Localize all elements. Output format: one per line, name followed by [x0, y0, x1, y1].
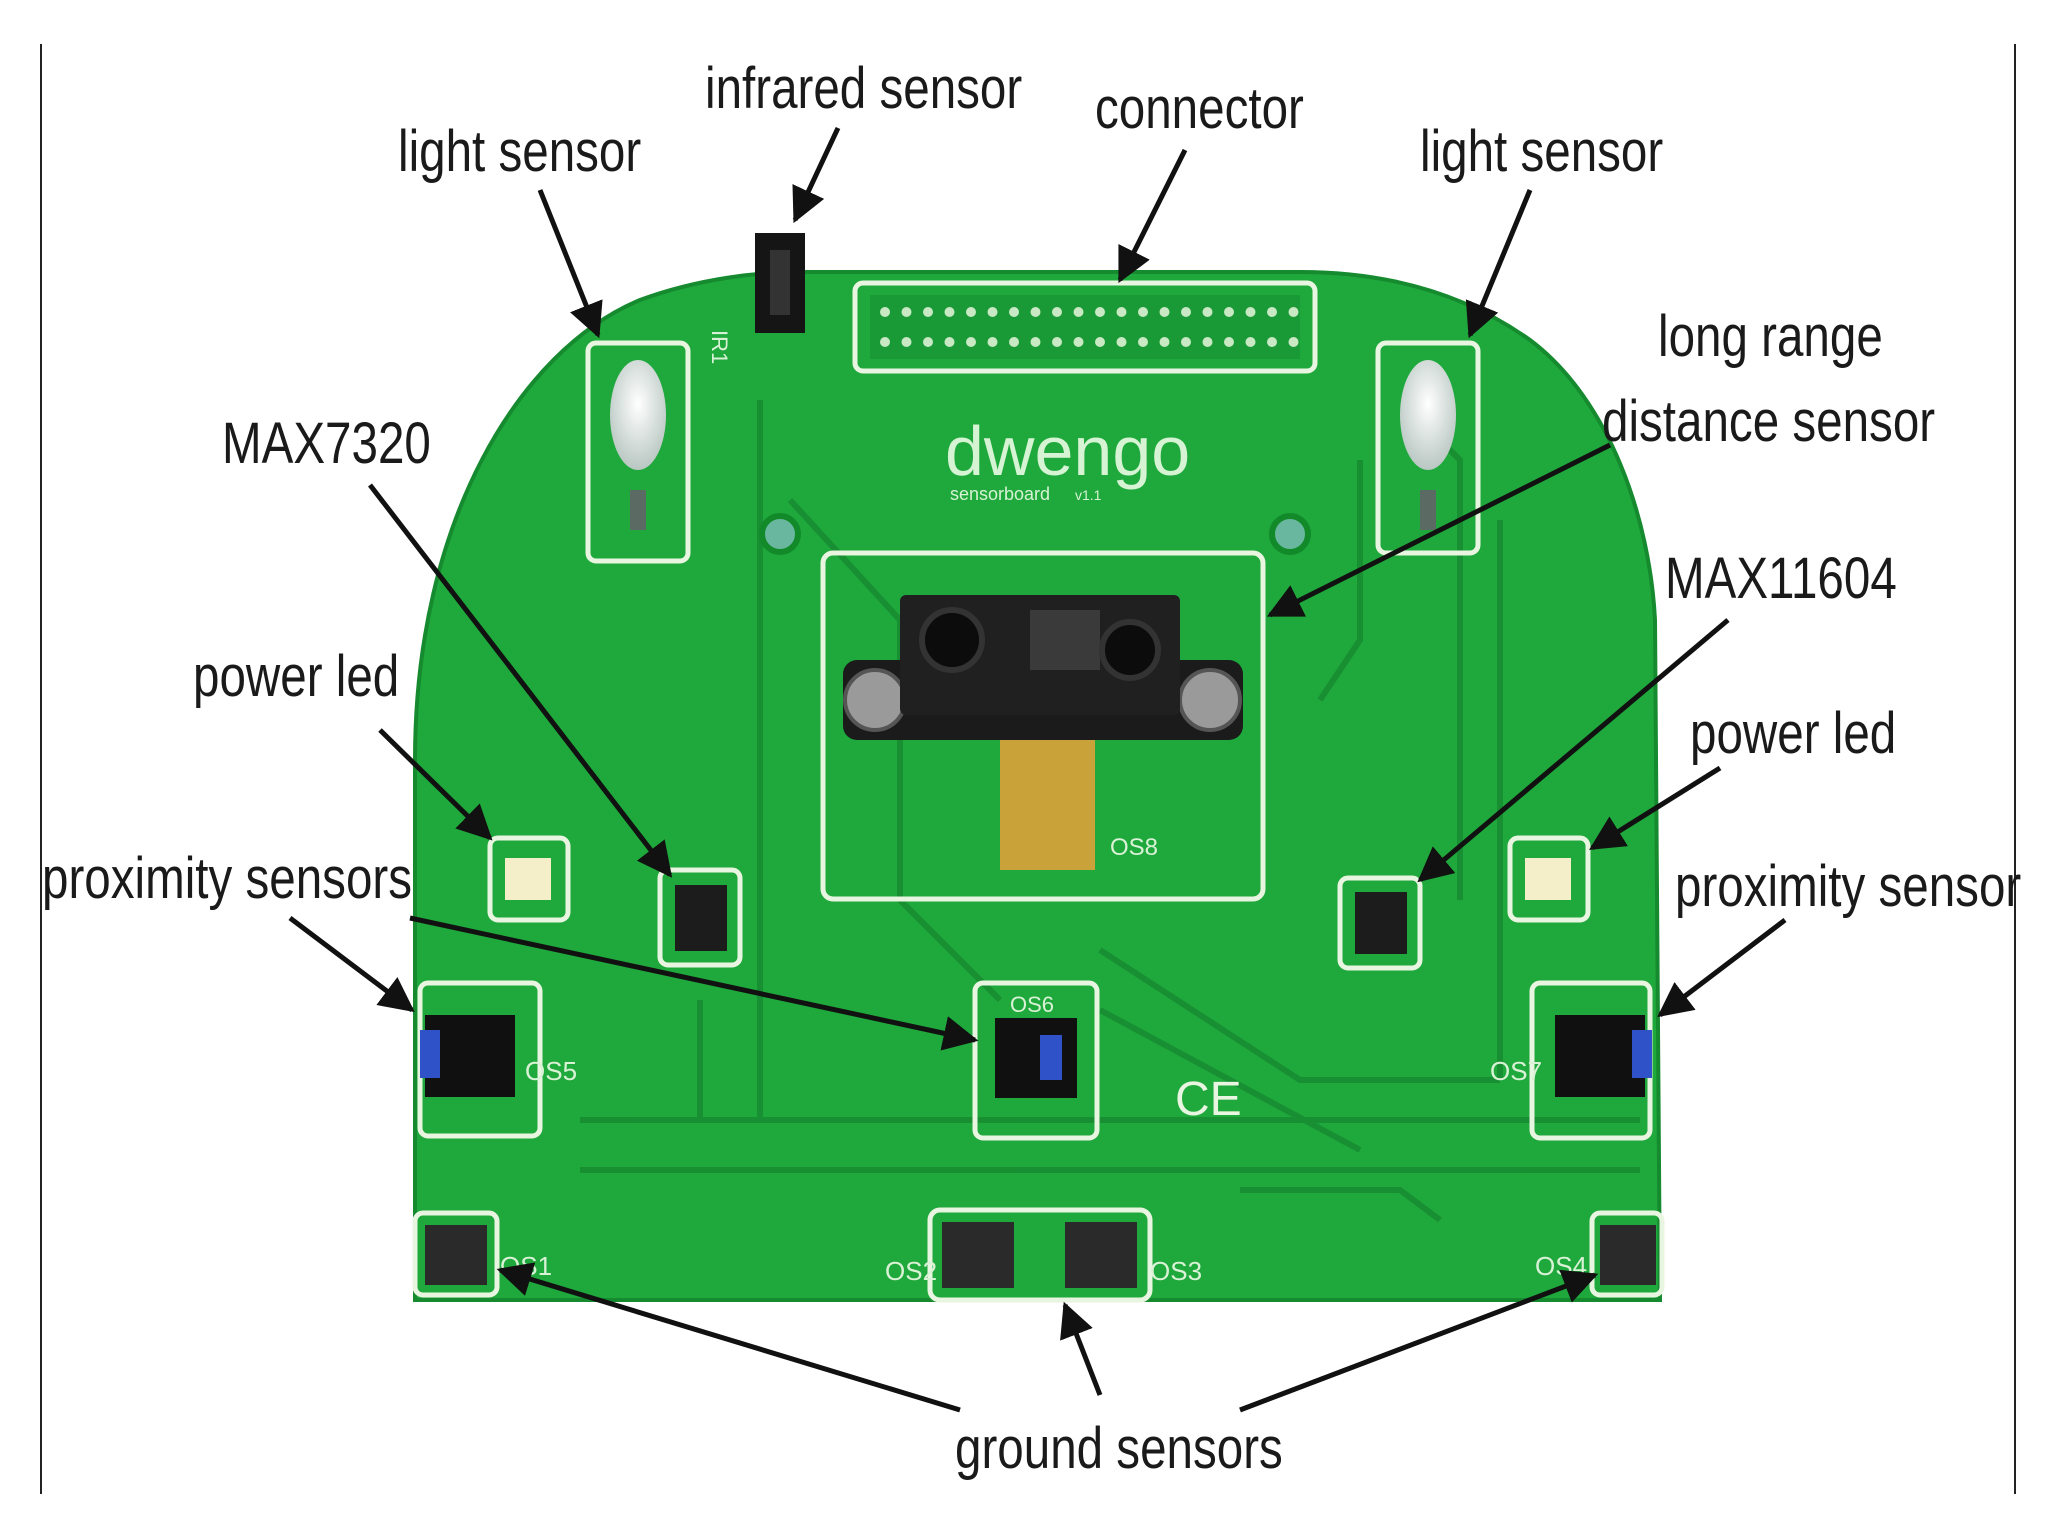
label-long-range-line1: long range: [1658, 308, 1883, 366]
connector-pin: [1267, 337, 1277, 347]
arrow-proximity-left: [290, 918, 412, 1010]
label-proximity-sensor-right: proximity sensor: [1675, 858, 2021, 916]
connector-pin: [1160, 337, 1170, 347]
connector-pin: [1181, 337, 1191, 347]
arrow-connector: [1120, 150, 1185, 280]
connector-pin: [945, 307, 955, 317]
connector-pin: [1095, 337, 1105, 347]
ce-mark: CE: [1175, 1073, 1242, 1126]
connector-pin: [902, 307, 912, 317]
label-proximity-sensors: proximity sensors: [42, 850, 412, 908]
connector-pin: [1289, 337, 1299, 347]
board-brand-version: v1.1: [1075, 487, 1102, 503]
silk-os2: OS2: [885, 1256, 937, 1286]
connector-pin: [923, 307, 933, 317]
connector-pin: [945, 337, 955, 347]
silk-os8: OS8: [1110, 834, 1158, 861]
connector-pin: [880, 337, 890, 347]
board-brand: dwengo: [945, 412, 1190, 490]
label-infrared-sensor: infrared sensor: [705, 60, 1022, 118]
silk-os7: OS7: [1490, 1056, 1542, 1086]
silk-os6: OS6: [1010, 992, 1054, 1017]
connector-pin: [1246, 337, 1256, 347]
connector-pin: [1117, 337, 1127, 347]
connector-pin: [902, 337, 912, 347]
label-power-led-left: power led: [193, 648, 399, 706]
connector-pin: [988, 307, 998, 317]
connector-pin: [1031, 337, 1041, 347]
connector-pin: [1138, 337, 1148, 347]
connector-pin: [966, 337, 976, 347]
connector-pin: [966, 307, 976, 317]
label-max7320: MAX7320: [222, 415, 431, 473]
arrow-proximity-right: [1660, 920, 1785, 1015]
label-connector: connector: [1095, 80, 1304, 138]
connector-pin: [988, 337, 998, 347]
mounting-hole-right: [1272, 516, 1308, 552]
connector-pin: [1009, 307, 1019, 317]
arrow-infrared-sensor: [795, 128, 838, 220]
connector-pin: [1246, 307, 1256, 317]
connector-pin: [1031, 307, 1041, 317]
arrow-light-sensor-left: [540, 190, 598, 335]
label-long-range-line2: distance sensor: [1602, 393, 1935, 451]
label-max11604: MAX11604: [1665, 550, 1897, 608]
connector-pin: [1074, 337, 1084, 347]
connector-pin: [1117, 307, 1127, 317]
connector-pin: [923, 337, 933, 347]
label-ground-sensors: ground sensors: [955, 1420, 1283, 1478]
connector-pin: [1289, 307, 1299, 317]
connector-pin: [1224, 307, 1234, 317]
silk-ir1: IR1: [707, 330, 732, 364]
connector-pin: [880, 307, 890, 317]
label-light-sensor-right: light sensor: [1420, 123, 1663, 181]
label-power-led-right: power led: [1690, 705, 1896, 763]
connector-pin: [1052, 337, 1062, 347]
arrow-light-sensor-right: [1470, 190, 1530, 335]
connector-pin: [1052, 307, 1062, 317]
connector-pin: [1095, 307, 1105, 317]
connector-pin: [1181, 307, 1191, 317]
connector-pin: [1203, 307, 1213, 317]
connector-pin: [1074, 307, 1084, 317]
board-brand-sub: sensorboard: [950, 484, 1050, 504]
silk-os5: OS5: [525, 1056, 577, 1086]
connector-pin: [1203, 337, 1213, 347]
label-light-sensor-left: light sensor: [398, 123, 641, 181]
connector-pin: [1160, 307, 1170, 317]
mounting-hole-left: [762, 516, 798, 552]
connector-pin: [1138, 307, 1148, 317]
arrow-ground-center: [1065, 1305, 1100, 1395]
silk-os4: OS4: [1535, 1251, 1587, 1281]
silk-os3: OS3: [1150, 1256, 1202, 1286]
connector-pin: [1224, 337, 1234, 347]
connector-pin: [1267, 307, 1277, 317]
connector-pin: [1009, 337, 1019, 347]
connector-header: [855, 283, 1315, 371]
